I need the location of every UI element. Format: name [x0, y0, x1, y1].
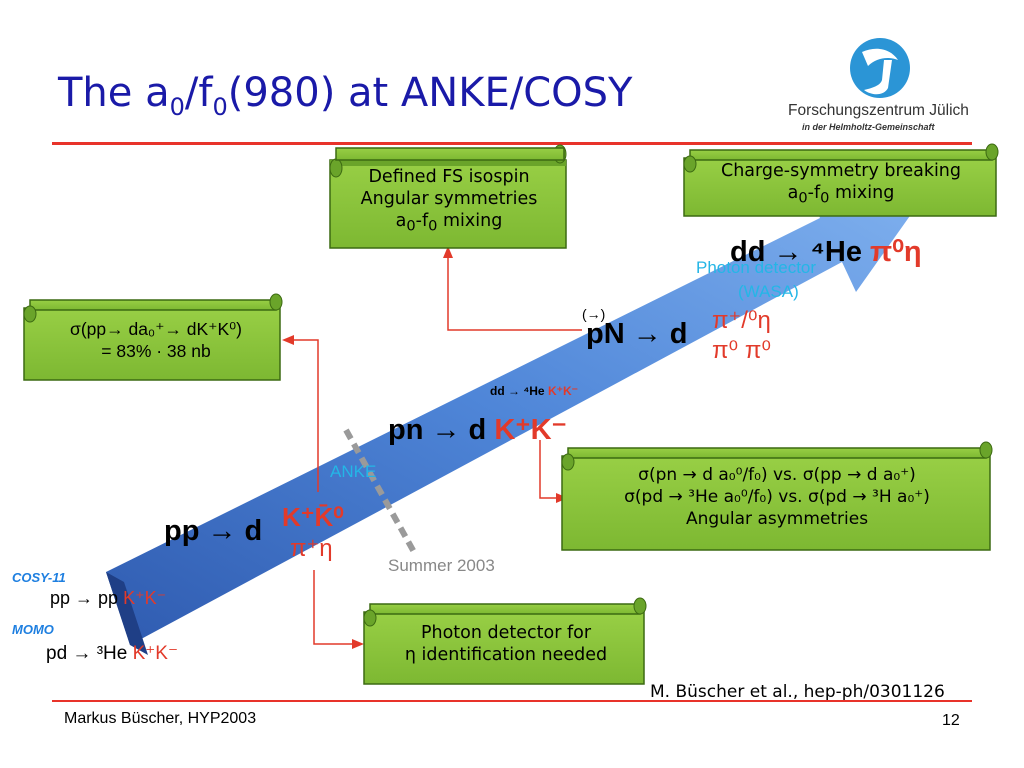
progress-arrow: [106, 190, 924, 655]
fs-isospin-text: Defined FS isospin Angular symmetries a0…: [360, 167, 538, 235]
logo-tagline: in der Helmholtz-Gemeinschaft: [802, 122, 935, 132]
pN-prefix: (→): [582, 306, 606, 322]
reaction-pp-kk0: K⁺K̄⁰: [282, 502, 344, 532]
summer-2003-label: Summer 2003: [388, 556, 495, 575]
reaction-pn-d-kk: pn → d K⁺K⁻: [388, 414, 567, 446]
reaction-dd-kk: dd → ⁴He K⁺K⁻: [490, 384, 578, 398]
institution-logo: Forschungszentrum Jülich in der Helmholt…: [780, 30, 980, 140]
momo-label: MOMO: [12, 622, 54, 637]
scroll-ratio: [561, 441, 993, 551]
reaction-dd-4he-pi0eta: dd → ⁴He π⁰η: [730, 236, 922, 268]
photon-detector-label: Photon detector: [696, 258, 817, 277]
slide-title: The a0/f0(980) at ANKE/COSY: [58, 70, 633, 121]
title-divider: [52, 142, 972, 145]
reaction-pN-pi-eta: π⁺/⁰η: [712, 307, 771, 334]
anke-label: ANKE: [330, 462, 377, 481]
scroll-sigma-pp: [23, 293, 283, 381]
footer-divider: [52, 700, 972, 702]
page-number: 12: [942, 712, 960, 729]
scroll-photon: [363, 597, 647, 685]
scroll-csb: [683, 143, 999, 217]
photon-text: Photon detector for η identification nee…: [404, 623, 608, 665]
reaction-pd-3he-kk: pd → ³He K⁺K⁻: [46, 643, 178, 664]
connector-lines: [282, 246, 582, 649]
anke-dashed-line: [343, 428, 417, 554]
reference-citation: M. Büscher et al., hep-ph/0301126: [650, 682, 945, 702]
ratio-text: σ(pn → d a₀⁰/f₀) vs. σ(pp → d a₀⁺) σ(pd …: [624, 465, 930, 529]
reaction-pp-pi-eta: π⁺η: [290, 535, 333, 562]
cosy11-label: COSY-11: [12, 570, 66, 585]
reaction-pN-pi0pi0: π⁰ π⁰: [712, 337, 772, 364]
logo-name: Forschungszentrum Jülich: [788, 102, 969, 119]
sigma-pp-text: σ(pp→ da₀⁺→ dK⁺K⁰) = 83% · 38 nb: [70, 319, 242, 361]
csb-text: Charge-symmetry breaking a0-f0 mixing: [720, 161, 962, 207]
reaction-pp-pp-kk: pp → pp K⁺K⁻: [50, 588, 167, 608]
reaction-pp-d: pp → d: [164, 515, 263, 547]
scroll-fs-isospin: [329, 144, 567, 249]
footer-author: Markus Büscher, HYP2003: [64, 710, 257, 727]
fzj-logo-icon: [850, 38, 910, 98]
wasa-label: (WASA): [738, 282, 799, 301]
reaction-pN-d: pN → d: [586, 318, 688, 350]
